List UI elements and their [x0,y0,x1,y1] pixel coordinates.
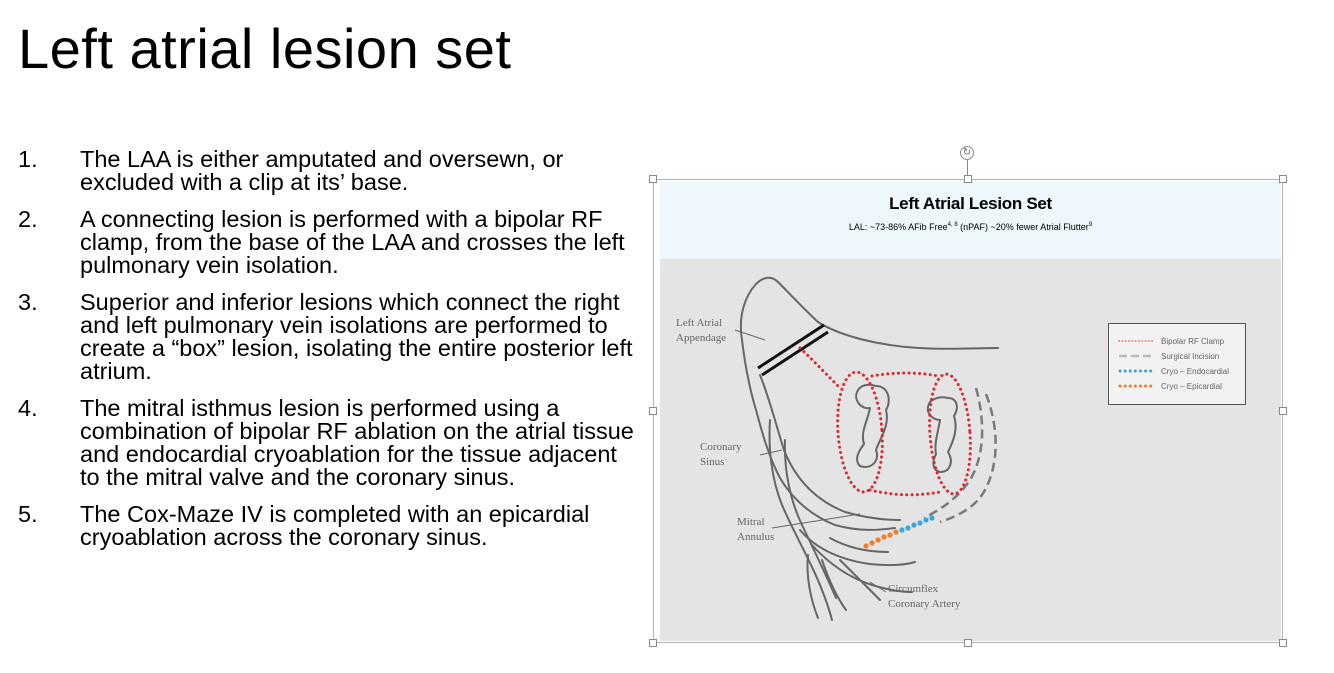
laa-outline [739,276,999,350]
cryo-endo-bead [929,515,935,521]
subtitle-text-a: LAL: ~73-86% AFib Free [848,222,948,232]
steps-list: 1. The LAA is either amputated and overs… [18,146,638,563]
figure-header [660,182,1281,259]
step-number: 4. [18,395,38,421]
figure-subtitle: LAL: ~73-86% AFib Free4, 8 (nPAF) ~20% f… [660,222,1281,232]
legend-label: Cryo – Endocardial [1161,366,1230,376]
legend-item-rf-clamp: Bipolar RF Clamp [1117,334,1224,348]
rotate-handle-stem [967,160,968,179]
rf-superior-lesion [870,371,940,378]
legend-swatch-cryo-endo [1118,369,1155,373]
subtitle-superscript-2: 9 [1088,222,1093,228]
resize-handle-top-right[interactable] [1279,175,1287,183]
step-number: 2. [18,206,38,232]
resize-handle-bottom[interactable] [964,639,972,647]
cryo-epi-bead [881,534,887,540]
leader-laa [734,329,766,341]
step-number: 1. [18,146,38,172]
label-circumflex-coronary-artery: Circumflex Coronary Artery [888,582,960,612]
atrium-inner-wall [759,374,901,521]
mitral-vessel-1 [799,529,916,567]
label-coronary-sinus: Coronary Sinus [700,440,742,470]
label-line: Sinus [700,456,725,468]
legend-item-cryo-epi: Cryo – Epicardial [1117,379,1222,393]
step-text: The LAA is either amputated and oversewn… [80,146,564,195]
label-line: Coronary Artery [888,598,961,610]
label-left-atrial-appendage: Left Atrial Appendage [676,316,726,346]
legend: Bipolar RF Clamp Surgical Incision Cryo … [1108,323,1246,405]
figure-title: Left Atrial Lesion Set [889,194,1052,213]
cryo-endo-bead [923,517,929,523]
legend-item-incision: Surgical Incision [1117,349,1219,363]
circumflex-branch-4 [829,537,889,553]
step-text: The Cox-Maze IV is completed with an epi… [80,501,590,550]
step-2: 2. A connecting lesion is performed with… [18,206,638,278]
mitral-vessel-2 [811,544,913,593]
cryo-epi-bead [863,543,869,549]
circumflex-branch-2 [821,559,847,611]
coronary-sinus-vessel-2 [783,439,837,599]
step-text: Superior and inferior lesions which conn… [80,289,633,384]
legend-label: Bipolar RF Clamp [1161,336,1225,346]
step-5: 5. The Cox-Maze IV is completed with an … [18,501,638,550]
leader-mitral [771,513,861,529]
left-pulmonary-vein [855,383,890,468]
cryo-epi-bead [887,532,893,538]
cryo-epi-bead [869,540,875,546]
cryo-endo-bead [917,520,923,526]
resize-handle-top-left[interactable] [649,175,657,183]
step-text: A connecting lesion is performed with a … [80,206,625,278]
slide-title: Left atrial lesion set [18,17,512,80]
resize-handle-top[interactable] [964,175,972,183]
rf-left-pv-isolation [836,370,884,494]
resize-handle-right[interactable] [1279,407,1287,415]
cryo-endo-bead [905,525,911,531]
legend-swatch-rf [1118,340,1154,342]
resize-handle-left[interactable] [649,407,657,415]
step-4: 4. The mitral isthmus lesion is performe… [18,395,638,490]
cryo-epi-bead [875,537,881,543]
resize-handle-bottom-right[interactable] [1279,639,1287,647]
cryo-epi-bead [893,529,899,535]
leader-circumflex [869,581,887,593]
label-line: Annulus [737,531,775,543]
step-number: 3. [18,289,38,315]
subtitle-text-b: (nPAF) ~20% fewer Atrial Flutter [957,222,1089,232]
legend-label: Surgical Incision [1161,351,1220,361]
cryo-endo-bead [899,527,905,533]
label-line: Coronary [700,441,742,453]
resize-handle-bottom-left[interactable] [649,639,657,647]
coronary-sinus-vessel [768,419,833,621]
step-1: 1. The LAA is either amputated and overs… [18,146,638,195]
laa-clip-line-1 [757,323,825,370]
label-line: Left Atrial [676,317,723,329]
circumflex-branch-1 [806,554,819,619]
legend-swatch-cryo-epi [1118,384,1155,388]
label-mitral-annulus: Mitral Annulus [737,515,774,545]
laa-clip-line-2 [761,330,829,377]
cryo-endo-bead [911,522,917,528]
legend-label: Cryo – Epicardial [1161,381,1222,391]
selection-frame[interactable] [653,179,1283,643]
atrium-left-wall [741,339,896,531]
legend-swatch-incision [1119,354,1153,358]
label-line: Circumflex [888,583,939,595]
rf-right-pv-isolation [928,372,972,496]
rotate-handle-icon[interactable]: ↻ [960,146,974,160]
leader-cs [759,449,783,456]
step-text: The mitral isthmus lesion is performed u… [80,395,634,490]
step-number: 5. [18,501,38,527]
circumflex-branch-3 [839,559,881,601]
right-pulmonary-vein [926,396,958,473]
label-line: Mitral [737,516,765,528]
legend-item-cryo-endo: Cryo – Endocardial [1117,364,1229,378]
rf-connecting-lesion [798,346,842,390]
label-line: Appendage [676,332,727,344]
subtitle-superscript-1: 4, 8 [947,222,958,228]
step-3: 3. Superior and inferior lesions which c… [18,289,638,384]
rf-inferior-lesion [868,488,942,497]
